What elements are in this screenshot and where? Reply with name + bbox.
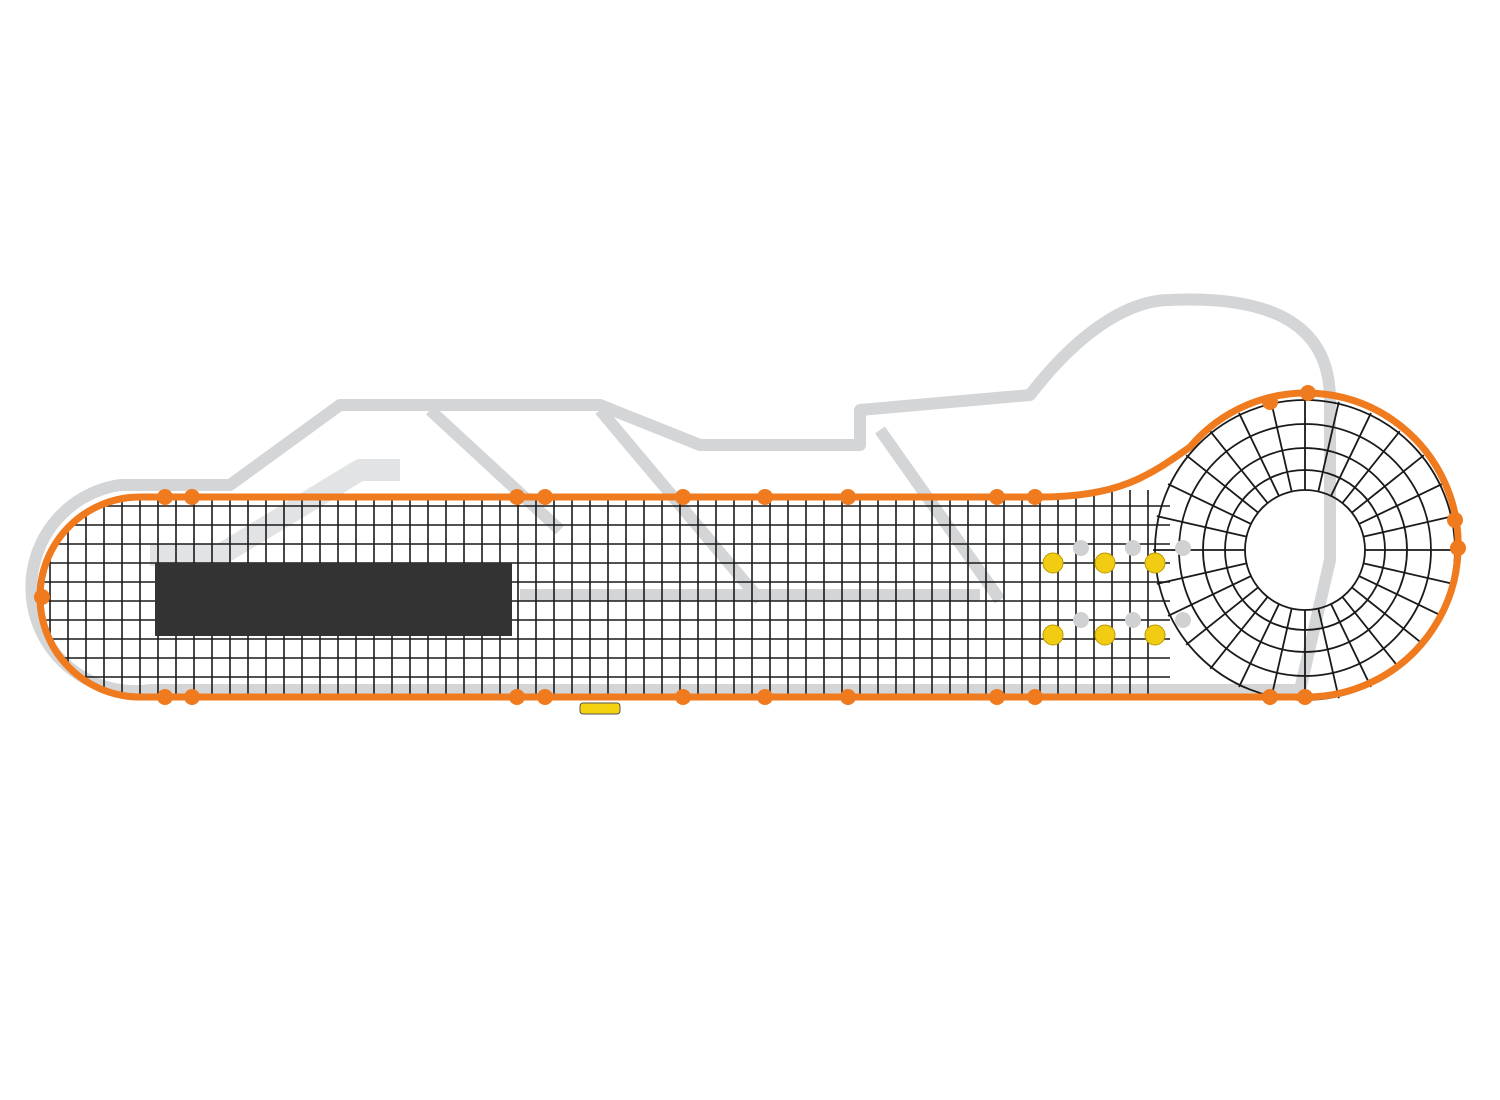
frame-joint: [184, 689, 200, 705]
frame-joint: [1027, 489, 1043, 505]
frame-joint: [157, 489, 173, 505]
frame-joint: [675, 489, 691, 505]
web-spoke: [1209, 596, 1269, 670]
shadow-slide: [150, 459, 400, 566]
hold-shadow: [1073, 612, 1089, 628]
web-spoke: [1270, 401, 1293, 492]
frame-joint: [757, 689, 773, 705]
shadow-outline: [25, 293, 1336, 698]
frame-joint: [757, 489, 773, 505]
climbing-hold: [1094, 624, 1116, 646]
frame-joint: [989, 489, 1005, 505]
hold-shadow: [1073, 540, 1089, 556]
frame-joint: [537, 689, 553, 705]
frame-joint: [184, 489, 200, 505]
web-spoke: [1330, 603, 1372, 688]
web-spoke: [1238, 412, 1280, 497]
web-ring: [1224, 469, 1386, 631]
web-spoke: [1351, 454, 1425, 514]
climbing-hold: [1042, 552, 1064, 574]
frame-joint: [509, 489, 525, 505]
web-spoke: [1358, 575, 1443, 617]
frame-joint: [840, 489, 856, 505]
frame-joint: [1262, 394, 1278, 410]
web-spoke: [1209, 430, 1269, 504]
web-spoke: [1363, 515, 1454, 538]
frame-joint: [537, 489, 553, 505]
yellow-marker: [579, 702, 621, 715]
web-spoke: [1167, 483, 1252, 525]
frame-joint: [157, 689, 173, 705]
frame-joints: [34, 385, 1466, 705]
web-ring: [1244, 489, 1366, 611]
web-spoke: [1185, 586, 1259, 646]
frame-joint: [1300, 385, 1316, 401]
web-spoke: [1167, 575, 1252, 617]
web-spoke: [1317, 608, 1340, 699]
web-spoke: [1156, 515, 1247, 538]
frame-joint: [989, 689, 1005, 705]
frame-joint: [840, 689, 856, 705]
web-spoke: [1185, 454, 1259, 514]
hold-shadow: [1175, 612, 1191, 628]
hold-shadow: [1175, 540, 1191, 556]
web-spoke: [1330, 412, 1372, 497]
hold-shadow: [1125, 612, 1141, 628]
hold-shadow: [1125, 540, 1141, 556]
web-spoke: [1341, 596, 1401, 670]
frame-joint: [1450, 540, 1466, 556]
dark-panel: [155, 563, 512, 636]
web-spoke: [1238, 603, 1280, 688]
frame-joint: [1262, 689, 1278, 705]
web-spoke: [1351, 586, 1425, 646]
climbing-hold: [1042, 624, 1064, 646]
frame-joint: [1027, 689, 1043, 705]
web-spoke: [1317, 401, 1340, 492]
frame-joint: [1297, 689, 1313, 705]
frame-joint: [1447, 512, 1463, 528]
web-spoke: [1270, 608, 1293, 699]
web-spoke: [1341, 430, 1401, 504]
web-spoke: [1156, 562, 1247, 585]
web-spoke: [1358, 483, 1443, 525]
frame-joint: [509, 689, 525, 705]
frame-joint: [675, 689, 691, 705]
frame-joint: [34, 589, 50, 605]
climbing-holds: [1042, 540, 1191, 646]
climbing-hold: [1144, 552, 1166, 574]
climbing-hold: [1144, 624, 1166, 646]
climbing-hold: [1094, 552, 1116, 574]
web-spoke: [1363, 562, 1454, 585]
